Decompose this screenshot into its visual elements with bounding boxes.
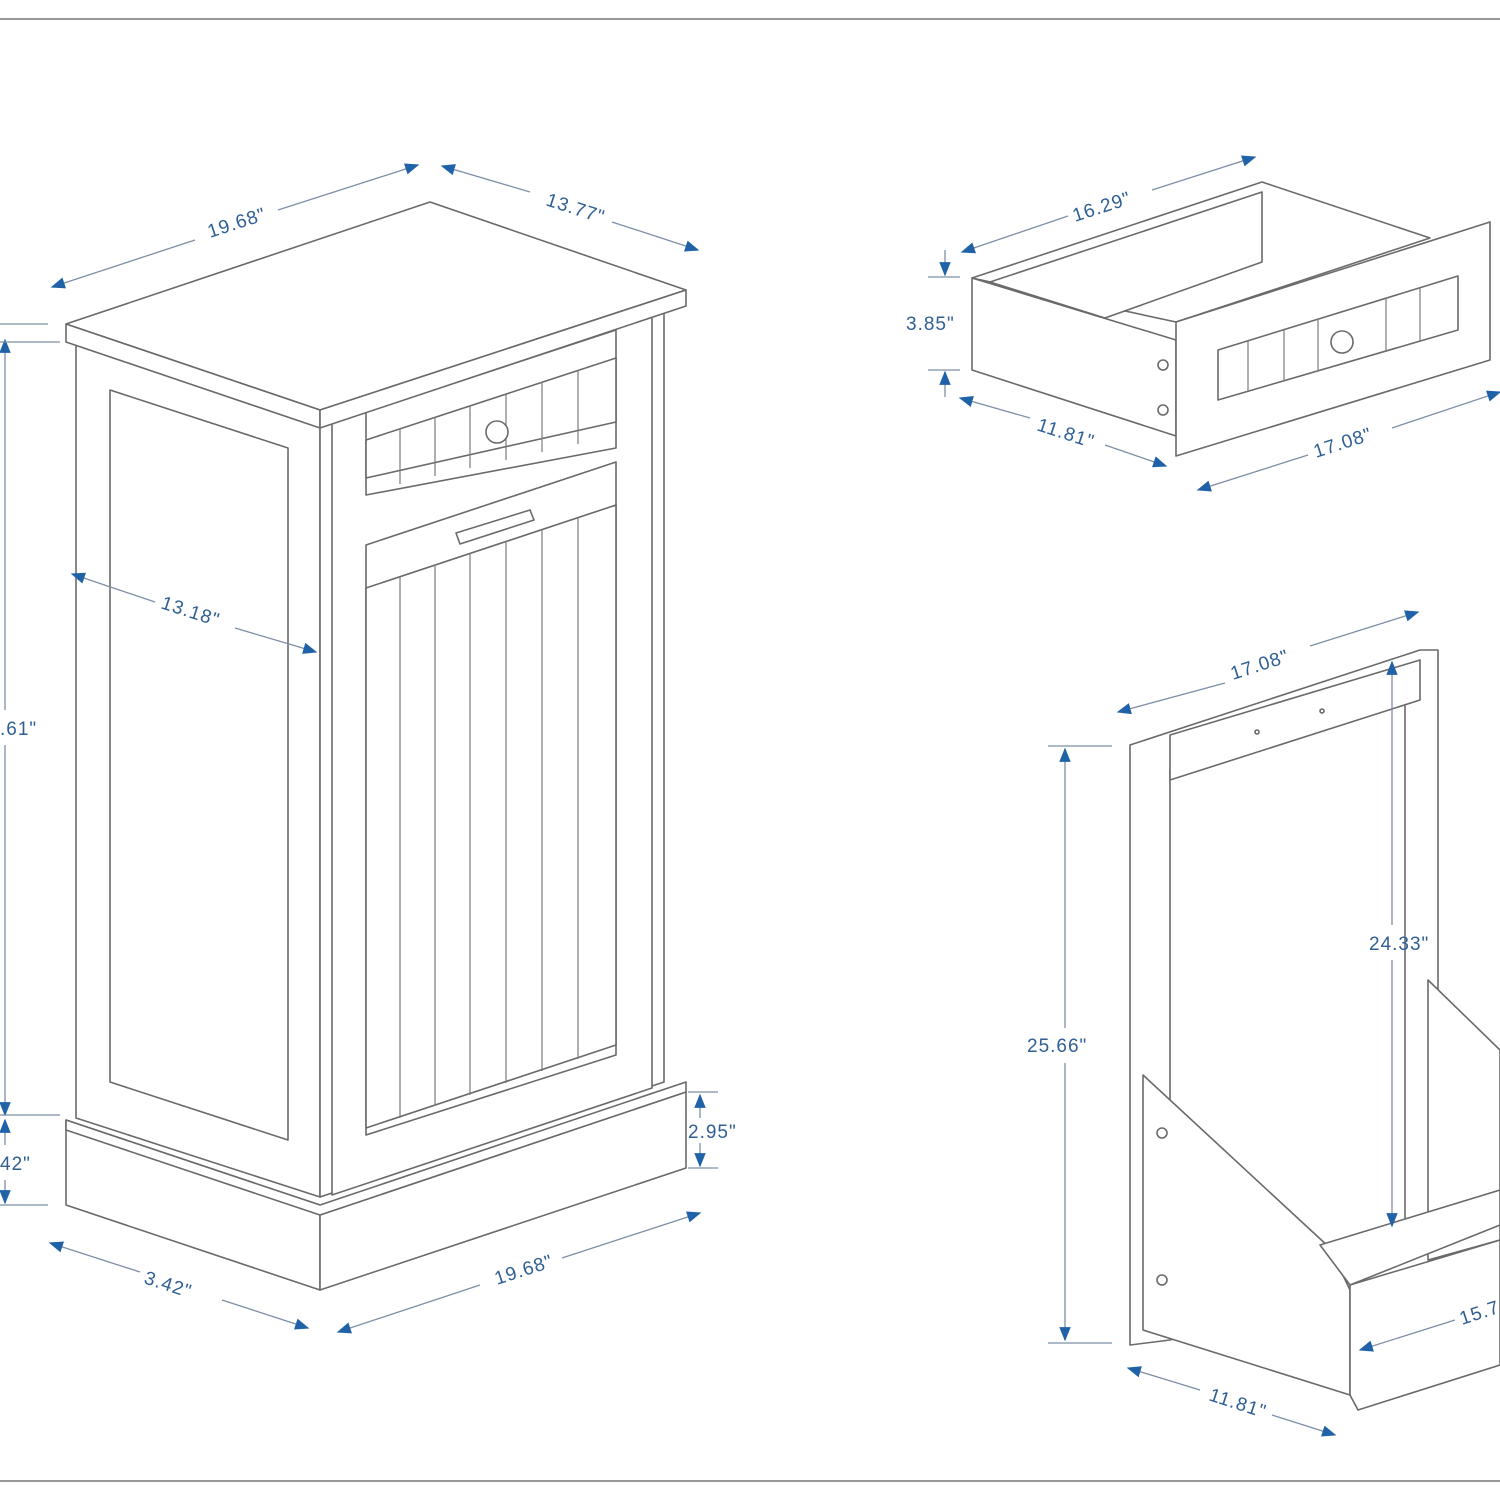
frame-depth-label: 11.81"	[1206, 1385, 1268, 1423]
frame-drawing	[1129, 649, 1500, 1411]
drawer-knob-icon	[485, 420, 509, 444]
frame-inner-height-label: 24.33"	[1369, 934, 1429, 955]
drawer-height-label: 3.85"	[906, 314, 955, 335]
cabinet-base-height-left-label: 42"	[0, 1154, 31, 1175]
drawer-knob-icon	[1330, 330, 1354, 354]
cabinet-base-height-label: 2.95"	[688, 1122, 737, 1143]
drawer-length-label: 16.29"	[1070, 188, 1134, 227]
cabinet-base-width-label: 19.68"	[492, 1251, 556, 1290]
cabinet-base-depth-label: 3.42"	[141, 1268, 194, 1303]
cabinet-height-label: .61"	[0, 719, 37, 740]
door-handle-icon	[455, 509, 535, 545]
frame-height-label: 25.66"	[1027, 1036, 1087, 1057]
drawer-depth-label: 11.81"	[1034, 415, 1096, 453]
drawer-width-label: 17.08"	[1311, 424, 1375, 463]
cabinet-top-depth-label: 13.77"	[543, 190, 607, 229]
cabinet-drawing	[65, 201, 687, 1291]
drawer-drawing	[971, 181, 1491, 457]
frame-width-label: 17.08"	[1228, 646, 1292, 685]
cabinet-top-width-label: 19.68"	[205, 204, 269, 243]
